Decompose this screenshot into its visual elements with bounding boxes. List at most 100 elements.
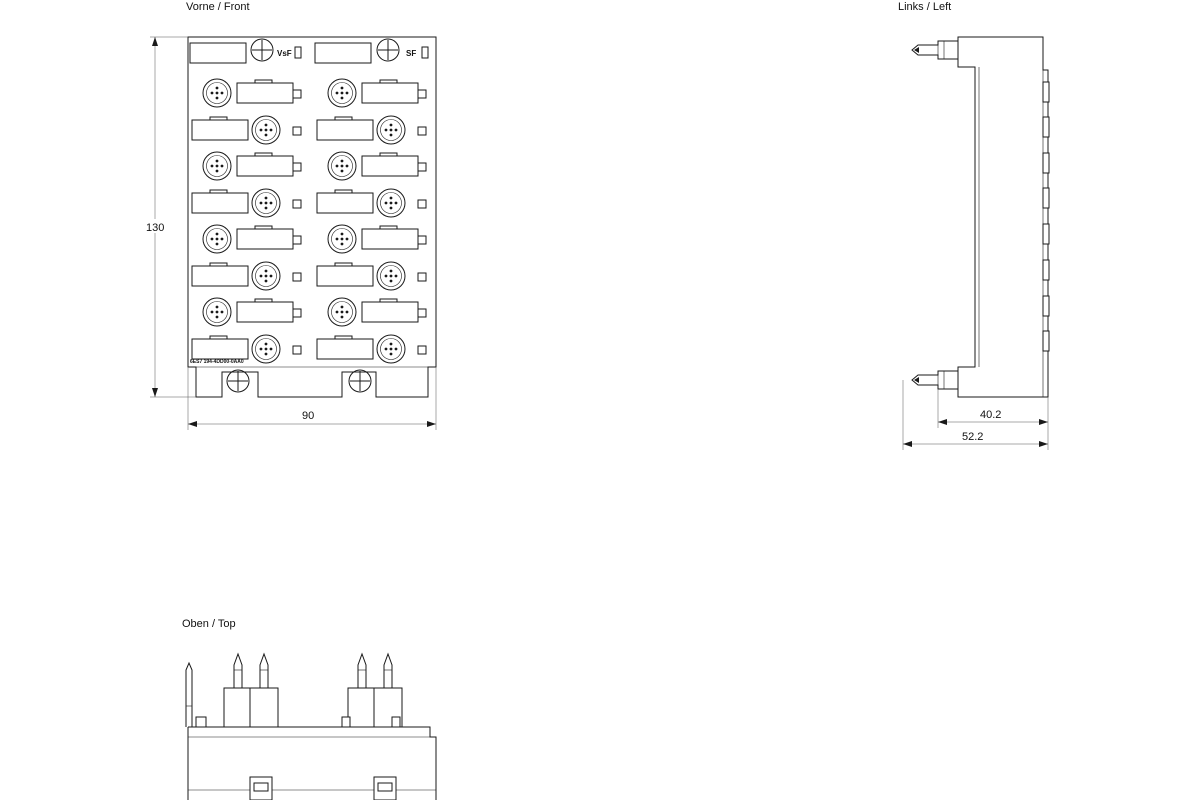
connector-pin [215, 315, 219, 319]
connector-pin [264, 123, 268, 127]
label-strip-tab [379, 225, 398, 230]
connector-inner-ring [380, 338, 402, 360]
top-clip-left [249, 776, 273, 800]
top-connector-pin-assembly [223, 652, 253, 728]
connector-pin [394, 274, 398, 278]
label-strip [316, 338, 374, 360]
connector-inner-ring [331, 155, 353, 177]
connector-pin [345, 310, 349, 314]
connector-pin [215, 305, 219, 309]
connector-inner-ring [380, 265, 402, 287]
connector-pin [340, 242, 344, 246]
label-strip [236, 228, 294, 250]
connector-pin [345, 237, 349, 241]
label-strip [361, 301, 419, 323]
channel-label-strip [361, 79, 419, 104]
channel-label-strip [316, 189, 374, 214]
connector-pin [340, 159, 344, 163]
vsf-led [294, 46, 302, 59]
channel-label-strip [316, 116, 374, 141]
channel-led [292, 308, 302, 318]
connector-pin [345, 164, 349, 168]
connector-pin [215, 169, 219, 173]
connector-pin [215, 164, 219, 168]
connector-pin [340, 310, 344, 314]
front-screw-top-left [250, 38, 274, 62]
connector-pin [269, 274, 273, 278]
channel-led [292, 89, 302, 99]
connector-pin [220, 310, 224, 314]
channel-label-strip [361, 225, 419, 250]
label-strip [191, 192, 249, 214]
m12-connector [376, 115, 406, 145]
m12-connector [327, 224, 357, 254]
connector-pin [389, 352, 393, 356]
connector-pin [345, 91, 349, 95]
connector-pin [389, 123, 393, 127]
channel-label-strip [316, 262, 374, 287]
label-strip [361, 228, 419, 250]
channel-led [417, 126, 427, 136]
connector-pin [335, 310, 339, 314]
top-body-outline [187, 726, 437, 800]
connector-pin [210, 310, 214, 314]
connector-pin [340, 91, 344, 95]
label-strip-tab [379, 152, 398, 157]
connector-pin [215, 86, 219, 90]
connector-pin [389, 279, 393, 283]
connector-pin [264, 269, 268, 273]
connector-pin [220, 164, 224, 168]
top-view: Oben / Top [182, 618, 437, 800]
connector-pin [389, 206, 393, 210]
channel-label-strip [191, 335, 249, 360]
front-view-title: Vorne / Front [186, 1, 250, 13]
m12-connector [251, 188, 281, 218]
channel-label-strip [236, 225, 294, 250]
channel-led [417, 162, 427, 172]
connector-outer-ring [327, 78, 357, 108]
front-label-strip [189, 42, 247, 64]
left-connector-tab [1042, 295, 1050, 317]
connector-pin-tip [259, 652, 269, 688]
left-connector-tab [1042, 187, 1050, 209]
label-strip [236, 301, 294, 323]
dimension-depth-body: 40.2 [937, 389, 1049, 450]
label-strip [236, 82, 294, 104]
dimension-height: 130 [146, 36, 196, 398]
dimension-depth-total: 52.2 [902, 380, 1048, 450]
connector-pin [389, 269, 393, 273]
connector-pin-tip [383, 652, 393, 688]
connector-pin [340, 305, 344, 309]
connector-pin [384, 274, 388, 278]
connector-inner-ring [331, 228, 353, 250]
label-strip-tab [334, 116, 353, 121]
front-connector-grid [191, 78, 427, 364]
label-strip-tab [209, 262, 228, 267]
connector-inner-ring [331, 301, 353, 323]
m12-connector [376, 261, 406, 291]
left-connector-tab [1042, 259, 1050, 281]
connector-outer-ring [327, 297, 357, 327]
connector-housing [223, 687, 253, 728]
channel-led [292, 235, 302, 245]
connector-pin [259, 128, 263, 132]
connector-pin [340, 232, 344, 236]
connector-pin [394, 201, 398, 205]
m12-connector [202, 151, 232, 181]
connector-pin [389, 347, 393, 351]
m12-connector [376, 334, 406, 364]
dimension-depth-total-value: 52.2 [962, 431, 983, 443]
left-latch-bottom [911, 370, 958, 390]
connector-outer-ring [202, 224, 232, 254]
label-strip-tab [209, 335, 228, 340]
label-strip-tab [254, 79, 273, 84]
connector-outer-ring [251, 188, 281, 218]
label-strip [191, 265, 249, 287]
connector-pin [340, 86, 344, 90]
top-connector-pins [223, 652, 403, 728]
connector-outer-ring [202, 78, 232, 108]
connector-pin [335, 164, 339, 168]
connector-pin [264, 342, 268, 346]
connector-pin [384, 128, 388, 132]
top-connector-pin-assembly [373, 652, 403, 728]
